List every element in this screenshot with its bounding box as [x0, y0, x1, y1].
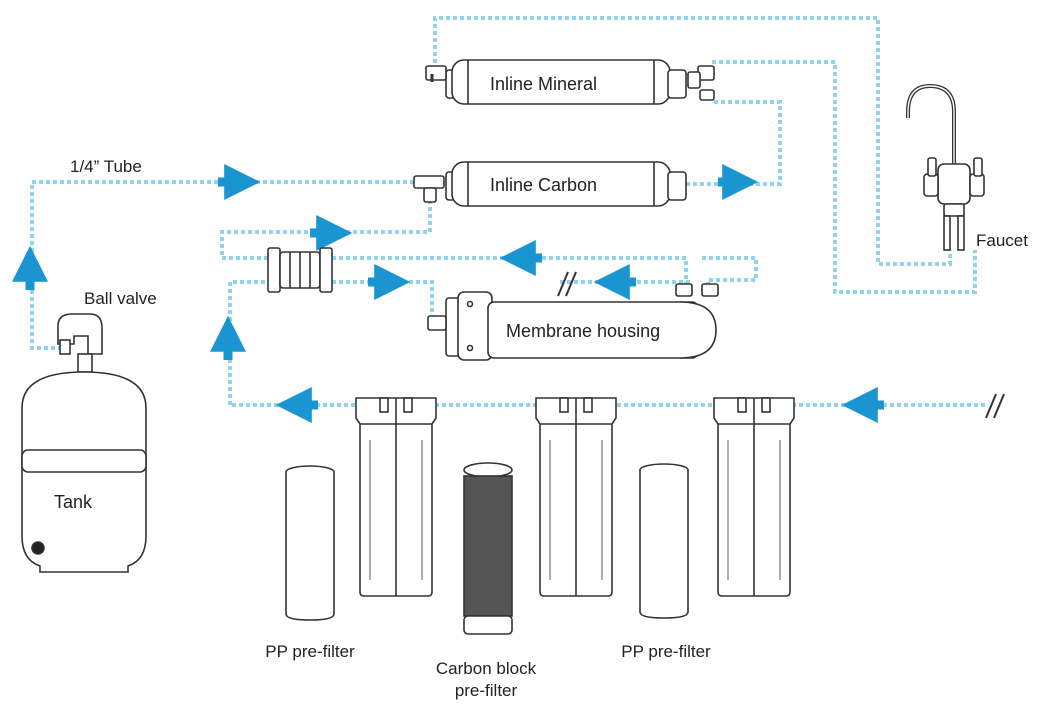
- carbon-block-label-line2: pre-filter: [455, 681, 518, 700]
- pp-cartridge-right-icon: [639, 463, 689, 619]
- flow-arrows: [12, 164, 884, 423]
- faucet-label: Faucet: [976, 231, 1028, 250]
- prefilter-housing-3-icon: [713, 397, 795, 597]
- ball-valve-icon: [57, 313, 103, 373]
- pp-prefilter-right-label: PP pre-filter: [621, 642, 711, 661]
- tube-carbon-down: [220, 200, 432, 260]
- carbon-block-cartridge-icon: [463, 462, 513, 635]
- inline-mineral-filter-icon: [425, 59, 715, 105]
- double-slash-icon: [557, 271, 1005, 419]
- tube-membrane-right: [700, 256, 758, 286]
- inline-carbon-filter-icon: [413, 161, 687, 207]
- pp-cartridge-left-icon: [285, 465, 335, 621]
- pp-prefilter-left-label: PP pre-filter: [265, 642, 355, 661]
- membrane-housing-label: Membrane housing: [506, 321, 660, 341]
- ball-valve-label: Ball valve: [84, 289, 157, 308]
- tube-mineral-to-faucet: [433, 16, 952, 266]
- prefilter-housing-1-icon: [355, 397, 437, 597]
- inline-carbon-label: Inline Carbon: [490, 175, 597, 195]
- membrane-housing-icon: [427, 283, 719, 361]
- inline-mineral-label: Inline Mineral: [490, 74, 597, 94]
- tube-carbon-to-mineral: [686, 100, 782, 186]
- prefilter-housing-2-icon: [535, 397, 617, 597]
- carbon-block-label-line1: Carbon block: [436, 659, 537, 678]
- tube-label: 1/4” Tube: [70, 157, 142, 176]
- tank-label: Tank: [54, 492, 93, 512]
- faucet-icon: [906, 83, 985, 251]
- tube-restrictor-to-membrane: [332, 280, 434, 318]
- tube-mineral-right-to-faucet: [712, 60, 977, 294]
- flow-restrictor-icon: [267, 247, 333, 293]
- tube-membrane-to-restrictor: [332, 256, 688, 286]
- tube-prefilter-riser: [228, 280, 268, 405]
- tank-icon: [21, 371, 147, 573]
